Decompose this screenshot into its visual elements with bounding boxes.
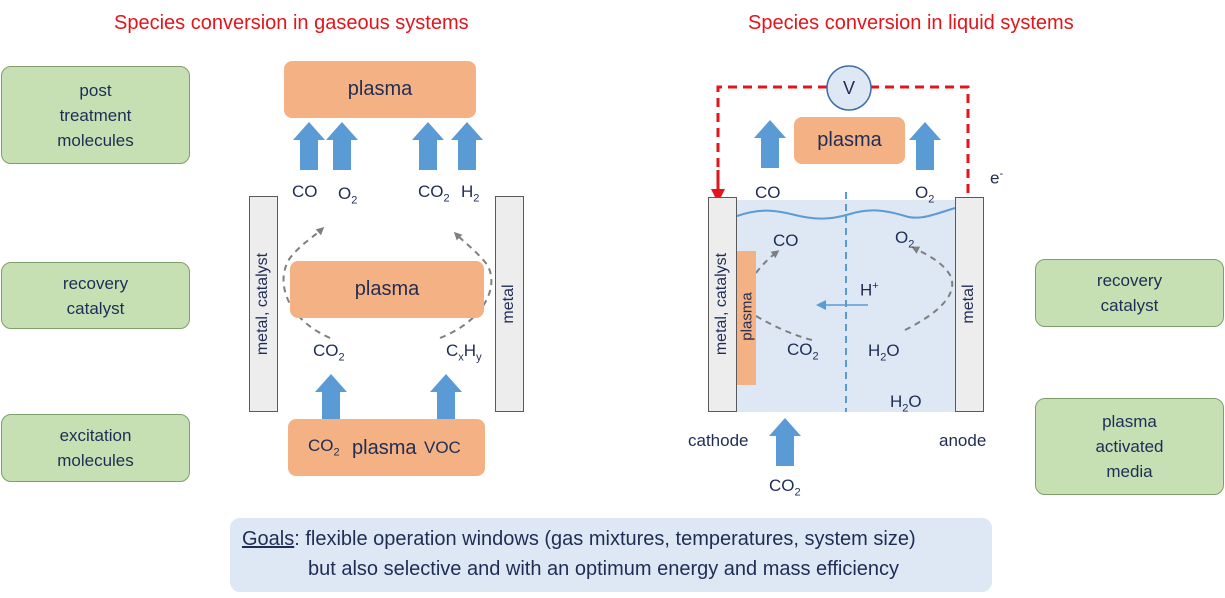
label-co2-in-liquid: CO2	[787, 340, 819, 363]
plasma-top-liquid: plasma	[794, 117, 905, 164]
dashed-path-right	[439, 231, 493, 339]
box-line: post	[79, 80, 112, 100]
plasma-side-liquid	[737, 251, 756, 385]
electrode-metal-catalyst-liquid	[708, 197, 737, 412]
label-voc: VOC	[424, 438, 461, 457]
block-arrow	[451, 122, 483, 170]
electrode-label-left-liquid: metal, catalyst	[713, 252, 730, 356]
liquid-up-arrows	[754, 120, 941, 466]
label-o2-in-liquid: O2	[895, 228, 915, 251]
electrode-label-right-liquid: metal	[960, 284, 977, 324]
box-line: treatment	[59, 105, 132, 125]
label-anode: anode	[939, 431, 987, 450]
title-liquid: Species conversion in liquid systems	[748, 12, 1074, 34]
box-line: molecules	[57, 130, 134, 150]
label-h2o-bottom: H2O	[890, 392, 922, 415]
box-post-treatment-molecules: post treatment molecules	[1, 66, 190, 164]
box-line: recovery	[1096, 271, 1163, 290]
goals-line-1: Goals: flexible operation windows (gas m…	[242, 528, 916, 551]
label-co-in-liquid: CO	[773, 231, 799, 250]
electrode-metal-gas	[495, 196, 524, 412]
box-line: catalyst	[1100, 296, 1159, 315]
title-gaseous: Species conversion in gaseous systems	[114, 12, 469, 34]
goals-line-2: but also selective and with an optimum e…	[308, 558, 900, 580]
plasma-middle-gas: plasma	[290, 261, 484, 318]
label-co-top-liquid: CO	[755, 183, 781, 202]
circuit-right-wire	[870, 85, 970, 197]
box-line: catalyst	[66, 298, 125, 318]
dashed-path-cathode-lower	[755, 315, 813, 341]
circuit-left-wire	[716, 85, 828, 197]
label-h2-gas: H2	[461, 182, 480, 205]
dashed-path-left	[282, 226, 331, 339]
box-recovery-catalyst-right: recovery catalyst	[1035, 259, 1224, 327]
box-line: plasma	[1102, 412, 1157, 431]
label-co2-feed-gas: CO2	[308, 436, 340, 459]
goals-text-1: : flexible operation windows (gas mixtur…	[294, 528, 916, 550]
label-h2o-mid: H2O	[868, 341, 900, 364]
block-arrow	[909, 122, 941, 170]
label-cathode: cathode	[688, 431, 749, 450]
block-arrow	[754, 120, 786, 168]
box-line: excitation	[59, 426, 132, 445]
box-line: activated	[1095, 437, 1164, 456]
block-arrow	[326, 122, 358, 170]
box-recovery-catalyst-left: recovery catalyst	[1, 262, 190, 329]
liquid-surface	[736, 207, 956, 220]
block-arrow	[430, 374, 462, 420]
box-plasma-activated-media: plasma activated media	[1035, 398, 1224, 495]
label-electron: e-	[990, 168, 1004, 188]
label-co2-product-gas: CO2	[418, 182, 450, 205]
voltmeter-label: V	[842, 77, 855, 98]
label-co2-reactant-gas: CO2	[313, 341, 345, 364]
gas-up-arrows	[293, 122, 483, 420]
box-line: media	[1106, 462, 1153, 481]
block-arrow	[293, 122, 325, 170]
box-line: molecules	[57, 451, 134, 470]
electrode-label-left-gas: metal, catalyst	[254, 252, 271, 356]
plasma-top-gas: plasma	[284, 61, 476, 118]
electrode-metal-catalyst-gas	[249, 196, 278, 412]
electrode-metal-liquid	[955, 197, 984, 412]
block-arrow	[315, 374, 347, 420]
label-o2-gas: O2	[338, 184, 358, 207]
label-cxhy: CxHy	[446, 341, 482, 364]
box-line: recovery	[62, 273, 129, 293]
label-co2-feed-liquid: CO2	[769, 476, 801, 499]
block-arrow	[412, 122, 444, 170]
goals-label: Goals	[242, 528, 295, 550]
label-h-plus: H+	[860, 280, 879, 300]
dashed-path-anode	[904, 246, 954, 331]
box-excitation-molecules: excitation molecules	[1, 414, 190, 482]
label-plasma-bottom-gas: plasma	[352, 437, 417, 459]
goals-box: Goals: flexible operation windows (gas m…	[230, 518, 992, 592]
plasma-bottom-gas	[288, 419, 485, 476]
label-co-gas: CO	[292, 182, 318, 201]
dashed-path-cathode-upper	[755, 250, 780, 274]
electrode-label-right-gas: metal	[500, 284, 517, 324]
voltmeter-circle	[826, 65, 872, 111]
label-o2-top-liquid: O2	[915, 183, 935, 206]
label-plasma-side-liquid: plasma	[738, 292, 756, 341]
block-arrow	[769, 418, 801, 466]
